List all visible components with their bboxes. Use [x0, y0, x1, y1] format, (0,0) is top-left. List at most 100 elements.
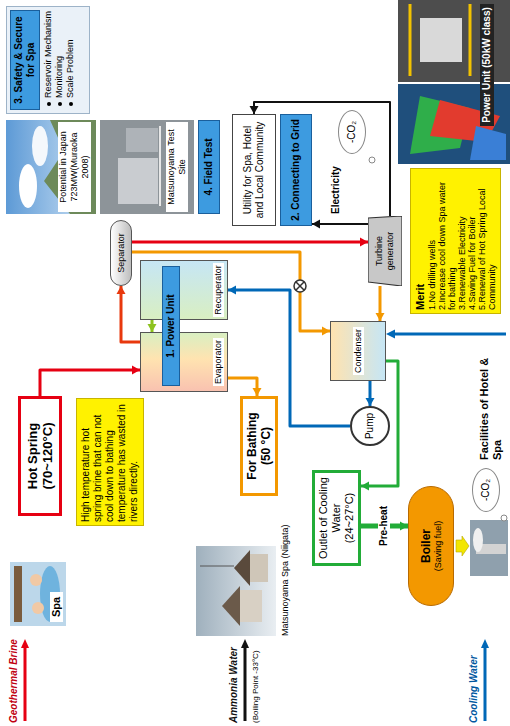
node-text: Merit — [414, 172, 427, 310]
outlet-box: Outlet of Cooling Water (24~27°C) — [312, 470, 361, 566]
node-subtext: Scale Problem — [65, 39, 76, 98]
arrowhead — [322, 327, 330, 336]
safety-box: 3. Safety & Secure for SpaReservoir Mech… — [6, 6, 90, 114]
cfd-part — [470, 126, 506, 160]
pipe-connector — [312, 223, 368, 225]
node-subtext: 1.No drilling wells — [427, 172, 437, 310]
photo-caption: Matsunoyama Spa (Niigata) — [280, 506, 291, 636]
node-subtext: (Saving fuel) — [433, 521, 444, 572]
legend-line-sample — [20, 637, 30, 723]
test-site-ground — [100, 120, 194, 214]
arrowhead — [117, 286, 126, 294]
node-text: 1. Power Unit — [165, 294, 177, 357]
bullet-row: Scale Problem — [65, 10, 76, 106]
arrowhead — [148, 324, 157, 332]
photo-caption: Potential in Japan 723MW(Muraoka 2008) — [58, 122, 91, 212]
legend-line — [24, 647, 27, 721]
arrowhead — [366, 398, 375, 406]
hot-spring-box: Hot Spring (70~120°C) — [18, 396, 62, 516]
node-text: 4. Field Test — [203, 138, 215, 195]
cloud — [19, 164, 37, 208]
utility-box: Utility for Spa, Hotel and Local Communi… — [232, 114, 276, 226]
spa-photo-ground — [10, 562, 66, 626]
node-subtext: 3.Renewable Electricity — [457, 172, 467, 310]
potential-photo — [6, 120, 96, 214]
node-text: Separator — [116, 233, 127, 273]
legend-line-sample — [240, 637, 250, 723]
bullet-row: Monitoring — [54, 10, 65, 106]
node-text: Turbine generator — [374, 222, 396, 280]
node-text: For Bathing (50 °C) — [245, 403, 273, 489]
node-text: Pump — [364, 413, 376, 439]
separator: Separator — [110, 220, 132, 286]
machine-body — [420, 18, 462, 62]
sky-photo — [6, 120, 96, 214]
evaporator: Evaporator — [140, 332, 228, 392]
spa-photo — [10, 562, 66, 626]
photo-caption: Spa — [50, 592, 63, 622]
node-text: Boiler — [419, 529, 433, 563]
arrowhead — [386, 330, 395, 339]
arrowhead — [361, 482, 369, 491]
rail — [409, 4, 412, 76]
pipe-connector — [228, 378, 257, 396]
chimney-ground — [470, 520, 508, 576]
legend-line — [244, 647, 247, 721]
valve-cross — [296, 282, 304, 290]
exhaust-arrow — [456, 536, 469, 556]
legend-note: (Boiling Point -33°C) — [251, 631, 261, 723]
flow-label: Electricity — [330, 152, 342, 214]
node-subtext: 4.Saving Fuel for Boiler — [467, 172, 477, 310]
legend-line — [484, 647, 487, 721]
mountain — [44, 120, 96, 214]
pipe-connector — [132, 241, 368, 244]
bullet-dot — [58, 102, 62, 106]
pump-circle: Pump — [350, 406, 390, 446]
arrowhead — [253, 388, 262, 396]
node-text: High temperature hot spring brine that c… — [80, 402, 140, 522]
house-wall — [240, 590, 262, 622]
arrowhead — [400, 522, 408, 531]
bather-head — [32, 602, 44, 614]
node-text: Condenser — [353, 327, 364, 375]
test-equipment — [126, 128, 158, 152]
chimney-photo — [456, 520, 508, 576]
node-text: -CO₂ — [346, 121, 358, 143]
area-heading: Facilities of Hotel & Spa — [478, 340, 504, 460]
legend-entry: Geothermal Brine — [8, 631, 30, 723]
bullet-dot — [69, 102, 73, 106]
recuperator: Recuperator — [140, 260, 228, 320]
legend-arrowhead — [241, 639, 249, 648]
legend-text: Geothermal Brine — [8, 631, 20, 723]
pipe-connector — [121, 286, 140, 342]
bubble-dot — [501, 515, 507, 521]
bubble-dot — [369, 157, 375, 163]
edge-label: Pre-heat — [378, 504, 390, 548]
cooling-water-pipe — [394, 333, 506, 336]
arrowhead — [360, 238, 368, 247]
node-text: Recuperator — [213, 263, 224, 317]
pole — [200, 566, 234, 567]
test-building — [118, 158, 158, 204]
bather-head — [30, 574, 42, 586]
legend-text: Ammonia Water — [228, 631, 240, 723]
bullet-dot — [47, 102, 51, 106]
node-text: Outlet of Cooling Water (24~27°C) — [317, 477, 356, 559]
node-text: -CO₂ — [480, 479, 492, 501]
spa-town-photo — [196, 546, 276, 636]
arrowhead — [376, 313, 385, 321]
power-unit-photos — [398, 0, 510, 164]
condenser: Condenser — [330, 321, 386, 381]
pipe-connector — [40, 370, 140, 396]
node-text: Hot Spring (70~120°C) — [25, 403, 55, 509]
valve-symbol — [294, 280, 306, 292]
co2-bubble: -CO₂ — [472, 468, 500, 512]
arrowhead — [312, 220, 320, 229]
house-roof — [222, 586, 240, 626]
cooling-inflow — [386, 330, 506, 339]
valve-cross — [296, 282, 304, 290]
node-subtext: Monitoring — [54, 56, 65, 98]
node-subtext: 5.Renewal of Hot Spring Local Community — [477, 172, 497, 310]
bathing-box: For Bathing (50 °C) — [240, 396, 278, 496]
